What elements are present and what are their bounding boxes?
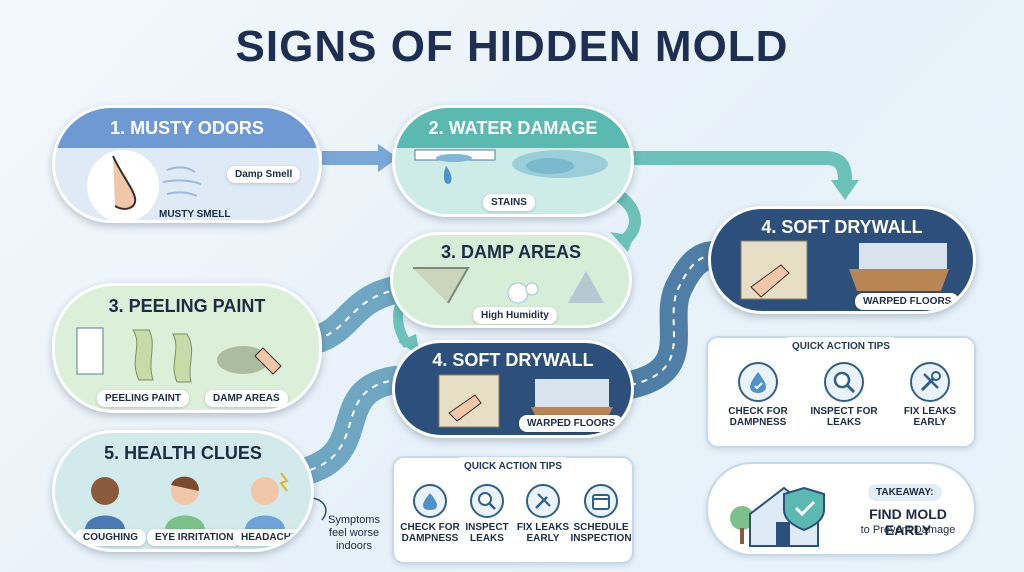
card-title: 1. MUSTY ODORS <box>55 108 319 148</box>
tip-label: CHECK FOR DAMPNESS <box>400 522 460 544</box>
chip-headaches: HEADACHES <box>233 529 311 546</box>
chip-stains: STAINS <box>483 194 535 211</box>
chip-peeling-paint: PEELING PAINT <box>97 390 189 407</box>
tip-label: CHECK FOR DAMPNESS <box>728 406 788 428</box>
card-title: 4. SOFT DRYWALL <box>432 350 594 370</box>
calendar-icon <box>584 484 618 518</box>
tip-label: INSPECT FOR LEAKS <box>810 406 878 428</box>
card-title: 3. DAMP AREAS <box>440 242 582 262</box>
card-soft-drywall-mid: 4. SOFT DRYWALL WARPED FLOORS <box>392 340 634 438</box>
tip-inspect-leaks: INSPECT FOR LEAKS <box>804 362 884 428</box>
tip-check-dampness: CHECK FOR DAMPNESS <box>718 362 798 428</box>
card-damp-areas: 3. DAMP AREAS High Humidity <box>390 232 632 328</box>
damp-corner-icon <box>413 267 604 304</box>
tip-label: FIX LEAKS EARLY <box>516 522 570 544</box>
tips-title: QUICK ACTION TIPS <box>454 457 572 476</box>
chip-coughing: COUGHING <box>75 529 146 546</box>
peeling-wall-icon <box>76 327 282 383</box>
tip-label: SCHEDULE INSPECTION <box>570 522 632 544</box>
chip-warped-floors: WARPED FLOORS <box>855 293 960 310</box>
tip-inspect-leaks: INSPECT LEAKS <box>458 484 516 544</box>
card-title: 2. WATER DAMAGE <box>395 108 631 148</box>
wrench-tools-icon <box>526 484 560 518</box>
takeaway-label: TAKEAWAY: <box>868 484 942 501</box>
tip-label: INSPECT LEAKS <box>465 522 509 544</box>
tip-check-dampness: CHECK FOR DAMPNESS <box>400 484 460 544</box>
magnifier-inspect-icon <box>470 484 504 518</box>
chip-musty-smell: MUSTY SMELL <box>159 209 231 220</box>
takeaway-sub: to Prevent Damage <box>860 524 956 536</box>
chip-damp-areas: DAMP AREAS <box>205 390 288 407</box>
card-soft-drywall-right: 4. SOFT DRYWALL WARPED FLOORS <box>708 206 976 314</box>
card-title: 4. SOFT DRYWALL <box>761 217 923 237</box>
takeaway-box: TAKEAWAY: FIND MOLD EARLY to Prevent Dam… <box>706 462 976 556</box>
chip-high-humidity: High Humidity <box>473 307 557 324</box>
page-title: SIGNS OF HIDDEN MOLD <box>235 22 789 71</box>
chip-eye-irritation: EYE IRRITATION <box>147 529 242 546</box>
magnifier-inspect-icon <box>824 362 864 402</box>
chip-damp-smell: Damp Smell <box>227 166 301 183</box>
quick-tips-right: QUICK ACTION TIPS CHECK FOR DAMPNESS INS… <box>706 336 976 448</box>
tips-title: QUICK ACTION TIPS <box>782 337 900 356</box>
house-shield-icon <box>730 486 825 547</box>
card-health-clues: 5. HEALTH CLUES COUGHING EYE IRRITATION … <box>52 430 314 552</box>
tip-schedule-inspection: SCHEDULE INSPECTION <box>570 484 632 544</box>
water-drop-check-icon <box>413 484 447 518</box>
drywall-hand-icon <box>740 240 949 300</box>
card-peeling-paint: 3. PEELING PAINT PEELING PAINT DAMP AREA… <box>52 283 322 413</box>
card-title: 3. PEELING PAINT <box>108 296 266 316</box>
people-symptoms-icon <box>85 472 289 529</box>
tip-fix-leaks: FIX LEAKS EARLY <box>890 362 970 428</box>
water-drop-check-icon <box>738 362 778 402</box>
chip-warped-floors: WARPED FLOORS <box>519 415 624 432</box>
card-musty-odors: 1. MUSTY ODORS Damp Smell MUSTY SMELL <box>52 105 322 223</box>
takeaway-headline: FIND MOLD EARLY <box>869 506 947 538</box>
wrench-tools-icon <box>910 362 950 402</box>
tip-fix-leaks: FIX LEAKS EARLY <box>514 484 572 544</box>
nose-icon <box>87 150 202 220</box>
water-stain-icon <box>414 149 608 184</box>
drywall-hand-icon <box>438 374 613 428</box>
card-water-damage: 2. WATER DAMAGE STAINS <box>392 105 634 217</box>
card-title: 5. HEALTH CLUES <box>104 443 262 463</box>
tip-label: FIX LEAKS EARLY <box>903 406 957 428</box>
quick-tips-bottom: QUICK ACTION TIPS CHECK FOR DAMPNESS INS… <box>392 456 634 564</box>
symptoms-note: Symptoms feel worse indoors <box>328 514 380 552</box>
